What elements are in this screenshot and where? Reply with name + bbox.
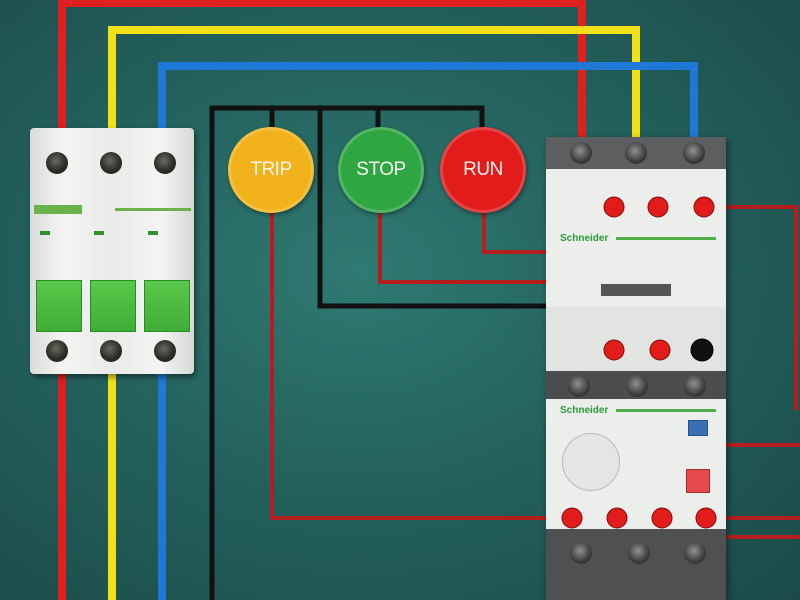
breaker-top-terminal-1 <box>46 152 68 174</box>
breaker-toggle-3[interactable] <box>144 280 190 332</box>
breaker-indicator-2 <box>94 231 104 235</box>
red-phase-feed-wire <box>62 0 586 140</box>
contactor-mid-screw-1 <box>568 375 590 397</box>
relay-bottom-screw-3 <box>684 542 706 564</box>
stop-lamp: STOP <box>338 127 424 213</box>
run-lamp: RUN <box>440 127 526 213</box>
breaker-stripe <box>115 208 191 211</box>
breaker-bottom-terminal-1 <box>46 340 68 362</box>
contactor-green-bar <box>616 237 716 240</box>
relay-contact-dot-1 <box>561 507 583 529</box>
contactor-mid-screw-3 <box>684 375 706 397</box>
run-lamp-label: RUN <box>463 159 503 180</box>
relay-contact-dot-2 <box>606 507 628 529</box>
black-common-wire <box>209 105 485 600</box>
breaker-bottom-terminal-3 <box>154 340 176 362</box>
contactor-top-screw-1 <box>570 142 592 164</box>
contactor-brand: Schneider <box>560 233 609 244</box>
relay-bottom-screw-1 <box>570 542 592 564</box>
relay-contact-dot-4 <box>695 507 717 529</box>
trip-lamp-label: TRIP <box>250 159 292 180</box>
trip-lamp: TRIP <box>228 127 314 213</box>
breaker-top-terminal-3 <box>154 152 176 174</box>
relay-contact-dot-3 <box>651 507 673 529</box>
overload-test-button[interactable] <box>686 469 710 493</box>
breaker-top-terminal-2 <box>100 152 122 174</box>
breaker-toggle-2[interactable] <box>90 280 136 332</box>
breaker-indicator-3 <box>148 231 158 235</box>
overload-relay-green-bar <box>616 409 716 412</box>
aux-outgoing-wire <box>704 205 798 410</box>
contactor-window <box>601 284 671 296</box>
breaker-indicator-1 <box>40 231 50 235</box>
aux-contact-dot-1 <box>603 196 625 218</box>
contactor-top-screw-2 <box>625 142 647 164</box>
contactor-top-screw-3 <box>683 142 705 164</box>
overload-reset-button[interactable] <box>688 420 708 436</box>
breaker-toggle-1[interactable] <box>36 280 82 332</box>
breaker-bottom-terminal-2 <box>100 340 122 362</box>
overload-relay-brand: Schneider <box>560 405 609 416</box>
contactor-mid-screw-2 <box>626 375 648 397</box>
trip-lamp-wire <box>270 212 662 520</box>
circuit-breaker <box>30 128 194 374</box>
stop-lamp-label: STOP <box>356 159 406 180</box>
coil-dot-2 <box>649 339 671 361</box>
relay-bottom-screw-2 <box>628 542 650 564</box>
breaker-brand-plate <box>34 205 82 214</box>
aux-contact-dot-2 <box>647 196 669 218</box>
coil-black-dot <box>690 338 714 362</box>
contactor-aux-panel <box>546 307 726 371</box>
aux-contact-dot-3 <box>693 196 715 218</box>
relay-bottom-terminal-block <box>546 529 726 600</box>
overload-current-dial[interactable] <box>562 433 620 491</box>
coil-dot-1 <box>603 339 625 361</box>
